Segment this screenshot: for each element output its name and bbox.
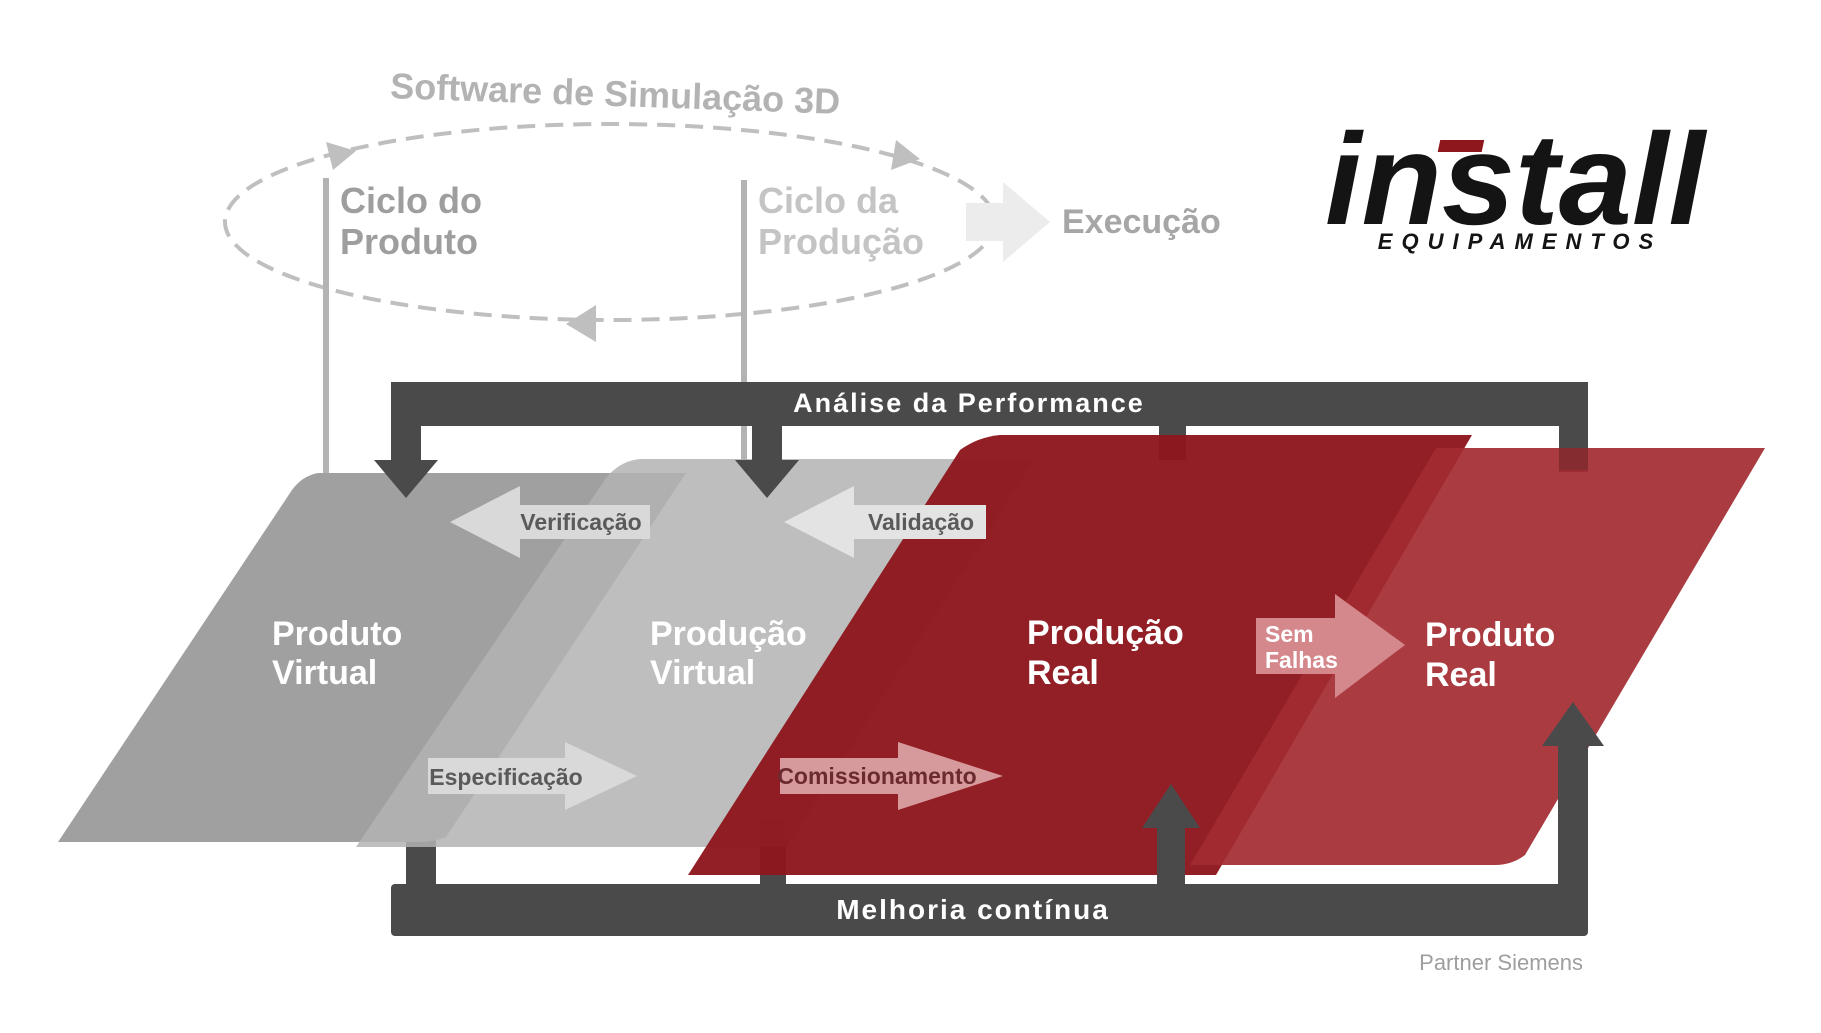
production-cycle-line bbox=[741, 180, 747, 460]
stage-label: Produção Real bbox=[1027, 614, 1193, 692]
arrow-left-icon bbox=[784, 486, 986, 558]
execution-label: Execução bbox=[1062, 203, 1221, 241]
verification-arrow: Verificação bbox=[450, 486, 650, 558]
commissioning-label: Comissionamento bbox=[777, 763, 976, 789]
validation-label: Validação bbox=[868, 509, 974, 535]
logo-wordmark: install bbox=[1325, 106, 1708, 252]
specification-arrow: Especificação bbox=[428, 742, 637, 810]
performance-loop-label: Análise da Performance bbox=[793, 388, 1145, 418]
arrow-right-icon bbox=[1256, 594, 1405, 698]
arrow-left-icon bbox=[450, 486, 650, 558]
stage-virtual-production-shape bbox=[356, 459, 1035, 847]
verification-label: Verificação bbox=[520, 509, 641, 535]
cycle-arrow-top-right-icon bbox=[891, 140, 920, 170]
stage-virtual-product-shape bbox=[58, 473, 686, 842]
arrow-right-icon bbox=[780, 742, 1003, 810]
arrow-down-icon bbox=[735, 460, 799, 498]
logo-accent-icon bbox=[1437, 140, 1485, 152]
stage-label: Produção Virtual bbox=[650, 615, 816, 692]
no-failures-arrow: Sem Falhas bbox=[1256, 594, 1405, 698]
cycle-arrow-top-left-icon bbox=[326, 142, 356, 170]
cycle-product-label: Ciclo do Produto bbox=[340, 180, 492, 262]
stage-label: Produto Virtual bbox=[272, 615, 412, 692]
validation-arrow: Validação bbox=[784, 486, 986, 558]
cycle-arrow-bottom-icon bbox=[566, 305, 596, 342]
no-failures-label: Sem Falhas bbox=[1265, 621, 1338, 673]
arrow-up-icon bbox=[1542, 702, 1604, 746]
improvement-arrow-product bbox=[1542, 702, 1604, 894]
stage-real-product-shape bbox=[1190, 448, 1765, 865]
product-cycle-line bbox=[323, 178, 329, 478]
performance-loop-bar bbox=[391, 382, 1588, 426]
stage-label: Produto Real bbox=[1425, 616, 1565, 694]
performance-arrow-product bbox=[374, 420, 438, 498]
logo-subtitle: EQUIPAMENTOS bbox=[1378, 229, 1662, 254]
improvement-loop-bar bbox=[391, 884, 1588, 936]
arrow-right-icon bbox=[428, 742, 637, 810]
execution-arrow-icon bbox=[966, 182, 1050, 262]
improvement-arrow-production bbox=[1142, 784, 1200, 890]
performance-arrow-production bbox=[735, 420, 799, 498]
partner-label: Partner Siemens bbox=[1419, 950, 1583, 975]
arrow-down-icon bbox=[374, 460, 438, 498]
specification-label: Especificação bbox=[429, 764, 582, 790]
install-logo: install EQUIPAMENTOS bbox=[1325, 106, 1708, 254]
cycle-production-label: Ciclo da Produção bbox=[758, 180, 924, 262]
performance-loop-right-leg-fade bbox=[1559, 448, 1588, 470]
simulation-title: Software de Simulação 3D bbox=[390, 65, 841, 122]
commissioning-arrow: Comissionamento bbox=[777, 742, 1003, 810]
arrow-up-icon bbox=[1142, 784, 1200, 828]
improvement-loop-label: Melhoria contínua bbox=[836, 894, 1110, 925]
